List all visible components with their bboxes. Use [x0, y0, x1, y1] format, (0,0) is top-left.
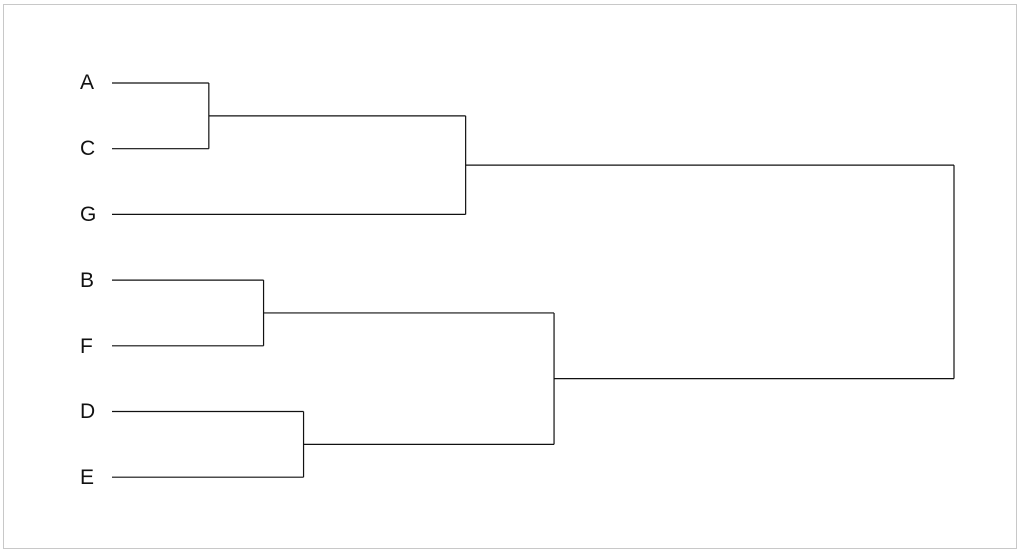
- leaf-label-c: C: [80, 137, 95, 160]
- branches: [112, 82, 955, 478]
- leaf-label-f: F: [80, 335, 93, 358]
- leaf-label-g: G: [80, 203, 96, 226]
- leaf-label-a: A: [80, 71, 94, 94]
- leaf-label-b: B: [80, 269, 94, 292]
- diagram-frame: [3, 4, 1017, 549]
- leaf-label-e: E: [80, 466, 94, 489]
- leaf-labels: A C G B F D E: [80, 71, 96, 489]
- leaf-label-d: D: [80, 400, 95, 423]
